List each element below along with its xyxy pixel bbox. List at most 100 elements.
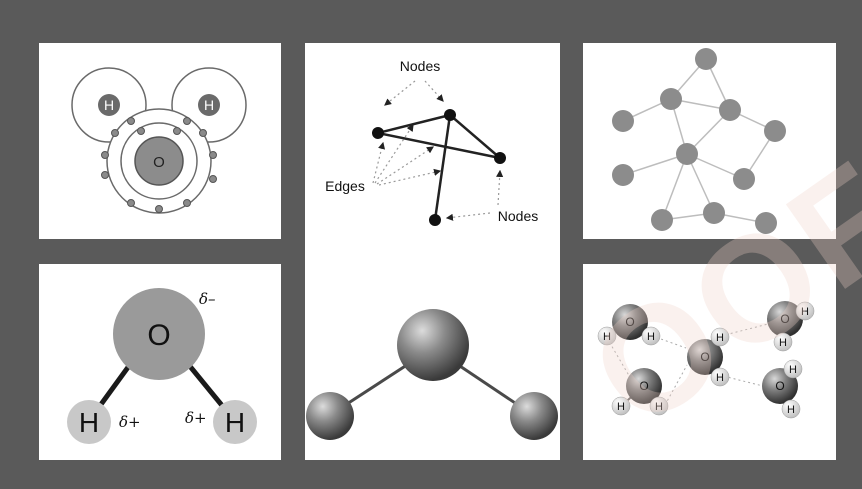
network-node <box>733 168 755 190</box>
hydrogen-atom <box>773 332 793 352</box>
hydrogen-atom <box>783 359 803 379</box>
hydrogen-right-ball <box>510 392 558 440</box>
graph-node <box>429 214 441 226</box>
ball-and-stick-model <box>306 309 558 440</box>
arrow-nodes-bottom <box>445 212 491 221</box>
graph-edge <box>433 114 452 221</box>
oxygen-inner-shell <box>120 122 198 200</box>
electron-dot <box>209 175 217 183</box>
graph-nodes <box>372 109 506 226</box>
arrow-nodes-top <box>424 80 444 102</box>
electron-dot <box>183 117 191 125</box>
hydrogen-label: H <box>787 404 795 416</box>
oxygen-label: O <box>639 379 648 393</box>
network-node <box>660 88 682 110</box>
hydrogen-atom <box>710 327 730 347</box>
electron-dots <box>101 117 217 213</box>
hydrogen-left-shell <box>71 67 147 143</box>
hydrogen-left-nucleus <box>98 94 120 116</box>
electron-dot <box>101 151 109 159</box>
partial-negative-label: δ– <box>199 290 216 308</box>
electron-dot <box>137 127 145 135</box>
graph-node <box>372 127 384 139</box>
hydrogen-left-atom <box>67 400 111 444</box>
graph-node <box>444 109 456 121</box>
nodes-label-bottom: Nodes <box>498 208 538 224</box>
network-node <box>719 99 741 121</box>
hydrogen-label: H <box>617 401 625 413</box>
annotation-arrows <box>372 80 504 221</box>
hydrogen-right-label: H <box>204 97 214 113</box>
network-panel <box>583 43 836 239</box>
network-node <box>676 143 698 165</box>
hydrogen-atom <box>710 367 730 387</box>
hydrogen-label: H <box>655 401 663 413</box>
oxygen-atom <box>612 304 648 340</box>
oxygen-atom <box>767 301 803 337</box>
bohr-water-svg: H H O <box>71 67 247 214</box>
network-node <box>695 48 717 70</box>
network-node <box>612 110 634 132</box>
arrow-edges <box>374 123 414 184</box>
hydrogen-atom <box>649 396 669 416</box>
network-node <box>651 209 673 231</box>
edges-label: Edges <box>325 178 365 194</box>
hydrogen-label: H <box>603 331 611 343</box>
hydrogen-left-label: H <box>104 97 114 113</box>
electron-dot <box>127 199 135 207</box>
hydrogen-atom <box>641 326 661 346</box>
network-node <box>612 164 634 186</box>
hydrogen-atom <box>795 301 815 321</box>
hydrogen-label: H <box>789 364 797 376</box>
electron-dot <box>183 199 191 207</box>
hydrogen-label: H <box>716 332 724 344</box>
arrow-edges <box>372 141 386 184</box>
arrow-edges <box>378 168 442 186</box>
hydrogen-label: H <box>647 331 655 343</box>
graph-edge <box>377 131 501 160</box>
water-molecule: OHH <box>762 359 803 419</box>
oxygen-atom <box>113 288 205 380</box>
graph-model-svg: Nodes Edges Nodes <box>306 58 558 440</box>
oxygen-atom <box>626 368 662 404</box>
hydrogen-bond <box>664 364 688 406</box>
hydrogen-atom <box>611 396 631 416</box>
hydrogen-right-shell <box>171 67 247 143</box>
network-nodes <box>612 48 786 234</box>
water-molecule: OH H <box>687 327 730 387</box>
graph-node <box>494 152 506 164</box>
oxygen-label: O <box>625 315 634 329</box>
network-edge <box>622 153 688 176</box>
electron-dot <box>209 151 217 159</box>
arrow-nodes-top <box>384 80 416 106</box>
network-edge <box>661 153 688 221</box>
oxygen-atom <box>687 339 723 375</box>
oxygen-label: O <box>700 350 709 364</box>
electron-dot <box>155 205 163 213</box>
water-molecule: O H H <box>597 304 661 346</box>
hydrogen-label: H <box>716 372 724 384</box>
polar-water-svg: O H H δ– δ+ δ+ <box>67 288 257 444</box>
hydrogen-bond <box>720 323 769 337</box>
partial-positive-left-label: δ+ <box>119 413 141 431</box>
partial-positive-right-label: δ+ <box>185 409 207 427</box>
bohr-water-panel: H H O <box>39 43 281 239</box>
polar-water-panel: O H H δ– δ+ δ+ <box>39 264 281 460</box>
electron-dot <box>173 127 181 135</box>
hydrogen-left-label: H <box>79 407 99 438</box>
hydrogen-left-ball <box>306 392 354 440</box>
network-edges <box>622 58 776 224</box>
hydrogen-atom <box>781 399 801 419</box>
electron-dot <box>101 171 109 179</box>
graph-and-model-panel: Nodes Edges Nodes <box>305 43 560 460</box>
network-svg <box>612 48 786 234</box>
nodes-label-top: Nodes <box>400 58 440 74</box>
hydrogen-label: H <box>801 306 809 318</box>
oxygen-label: O <box>147 319 170 352</box>
arrow-edges <box>376 146 435 185</box>
